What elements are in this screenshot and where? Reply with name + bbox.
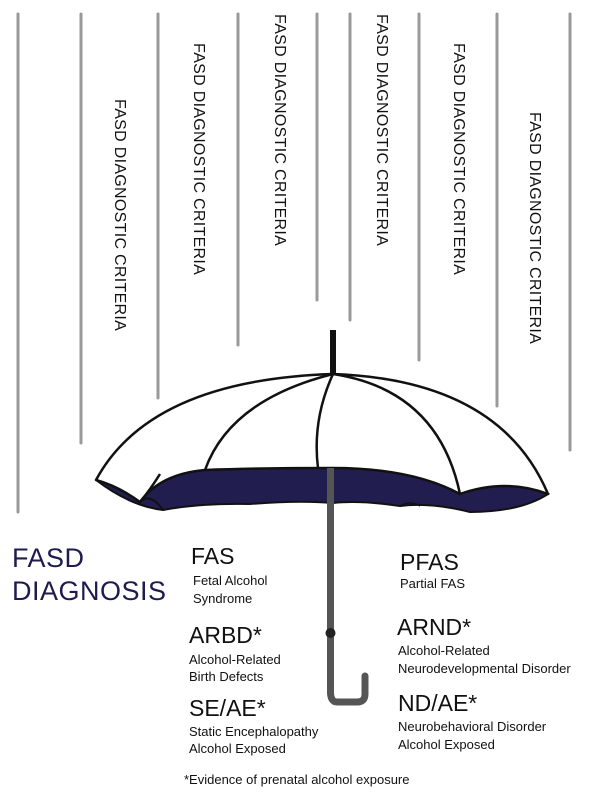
umbrella-ribs: [139, 372, 462, 503]
footnote: *Evidence of prenatal alcohol exposure: [184, 772, 410, 787]
item-abbr: PFAS: [400, 549, 459, 575]
diagnosis-heading-line1: FASD: [12, 543, 85, 573]
criteria-label-1: FASD DIAGNOSTIC CRITERIA: [111, 99, 128, 332]
diagnosis-heading-line2: DIAGNOSIS: [12, 576, 167, 606]
criteria-label-3: FASD DIAGNOSTIC CRITERIA: [271, 14, 288, 247]
item-desc: Alcohol Exposed: [189, 741, 286, 756]
item-abbr: ARND*: [397, 614, 472, 640]
item-desc: Syndrome: [193, 591, 253, 606]
item-desc: Fetal Alcohol: [193, 573, 268, 588]
umbrella-shaft: [325, 468, 369, 706]
item-desc: Partial FAS: [400, 576, 466, 591]
item-abbr: SE/AE*: [189, 695, 266, 721]
item-desc: Neurodevelopmental Disorder: [398, 661, 571, 676]
criteria-label-5: FASD DIAGNOSTIC CRITERIA: [450, 43, 467, 276]
item-abbr: ARBD*: [189, 622, 262, 648]
item-abbr: FAS: [191, 543, 235, 569]
item-desc: Neurobehavioral Disorder: [398, 719, 547, 734]
item-desc: Alcohol-Related: [398, 643, 490, 658]
item-desc: Alcohol Exposed: [398, 737, 495, 752]
criteria-label-2: FASD DIAGNOSTIC CRITERIA: [190, 43, 207, 276]
item-desc: Birth Defects: [189, 669, 264, 684]
umbrella-tip: [330, 330, 336, 374]
criteria-label-4: FASD DIAGNOSTIC CRITERIA: [373, 14, 390, 247]
criteria-label-6: FASD DIAGNOSTIC CRITERIA: [526, 112, 543, 345]
item-desc: Static Encephalopathy: [189, 724, 319, 739]
rain-lines: [16, 12, 572, 514]
item-abbr: ND/AE*: [398, 690, 478, 716]
umbrella-hub: [139, 497, 421, 511]
item-desc: Alcohol-Related: [189, 652, 281, 667]
